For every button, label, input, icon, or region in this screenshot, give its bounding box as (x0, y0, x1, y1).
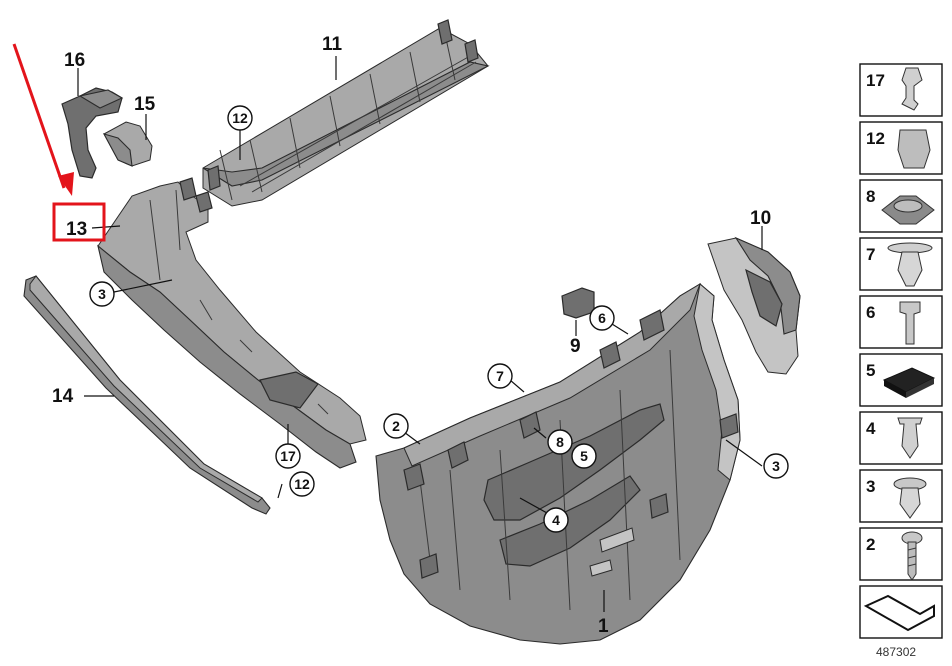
legend-cell-17: 17 (859, 63, 943, 117)
callout-8: 8 (547, 429, 573, 455)
callout-4: 4 (543, 507, 569, 533)
legend-cell-7: 7 (859, 237, 943, 291)
svg-text:8: 8 (866, 187, 875, 206)
svg-text:3: 3 (98, 286, 106, 302)
label-1: 1 (598, 616, 609, 637)
red-highlight-box (52, 202, 106, 242)
circled-callouts: 12 3 2 7 6 8 5 3 4 17 12 (89, 105, 789, 533)
catalog-number: 487302 (876, 645, 916, 659)
stud-clip-icon (901, 67, 923, 111)
callout-3-right: 3 (763, 453, 789, 479)
fastener-legend: 17 12 8 7 6 5 (859, 63, 943, 659)
svg-text:12: 12 (232, 110, 248, 126)
legend-cell-8: 8 (859, 179, 943, 233)
label-16: 16 (64, 50, 85, 71)
svg-text:5: 5 (866, 361, 875, 380)
kit-symbol-icon (863, 594, 935, 632)
label-13: 13 (66, 219, 87, 240)
svg-text:5: 5 (580, 448, 588, 464)
part-14-long-strip[interactable] (23, 275, 271, 515)
part-9-clip[interactable] (561, 287, 595, 319)
svg-text:8: 8 (556, 434, 564, 450)
callout-2: 2 (383, 413, 409, 439)
label-9: 9 (570, 336, 581, 357)
red-arrow-line (12, 43, 66, 189)
svg-text:2: 2 (392, 418, 400, 434)
callout-12-top: 12 (227, 105, 253, 131)
legend-cell-4: 4 (859, 411, 943, 465)
callout-3-left: 3 (89, 281, 115, 307)
callout-6: 6 (589, 305, 615, 331)
part-16-bracket[interactable] (61, 87, 124, 179)
part-11-upper-trim[interactable] (202, 19, 490, 207)
legend-cell-6: 6 (859, 295, 943, 349)
label-14: 14 (52, 386, 74, 407)
svg-text:12: 12 (294, 476, 310, 492)
svg-text:7: 7 (496, 368, 504, 384)
svg-text:3: 3 (772, 458, 780, 474)
highlight-annotation (12, 43, 106, 242)
legend-cell-symbol (859, 585, 943, 639)
part-labels: 11 16 15 13 14 10 9 1 (52, 34, 771, 637)
legend-cell-12: 12 (859, 121, 943, 175)
svg-text:6: 6 (866, 303, 875, 322)
callout-17: 17 (275, 443, 301, 469)
legend-cell-3: 3 (859, 469, 943, 523)
svg-text:7: 7 (866, 245, 875, 264)
legend-cell-2: 2 (859, 527, 943, 581)
part-13-pillar-trim[interactable] (97, 177, 367, 469)
callout-7: 7 (487, 363, 513, 389)
label-10: 10 (750, 208, 771, 229)
leader-lines (77, 56, 763, 612)
part-1-tailgate-panel[interactable] (375, 282, 741, 645)
label-11: 11 (322, 34, 343, 55)
callout-5: 5 (571, 443, 597, 469)
part-10-side-trim[interactable] (707, 236, 801, 375)
callout-12-bottom: 12 (289, 471, 315, 497)
svg-text:12: 12 (866, 129, 885, 148)
svg-text:4: 4 (866, 419, 876, 438)
svg-text:6: 6 (598, 310, 606, 326)
svg-text:4: 4 (552, 512, 560, 528)
svg-text:17: 17 (866, 71, 885, 90)
svg-text:2: 2 (866, 535, 875, 554)
spring-clip-icon (897, 129, 931, 169)
part-15-cap[interactable] (102, 121, 153, 167)
label-15: 15 (134, 94, 156, 115)
svg-text:17: 17 (280, 448, 296, 464)
red-arrow-head-icon (58, 172, 74, 196)
svg-text:3: 3 (866, 477, 875, 496)
bolt-icon (899, 301, 921, 345)
nut-clip-icon (897, 417, 923, 459)
legend-cell-5: 5 (859, 353, 943, 407)
